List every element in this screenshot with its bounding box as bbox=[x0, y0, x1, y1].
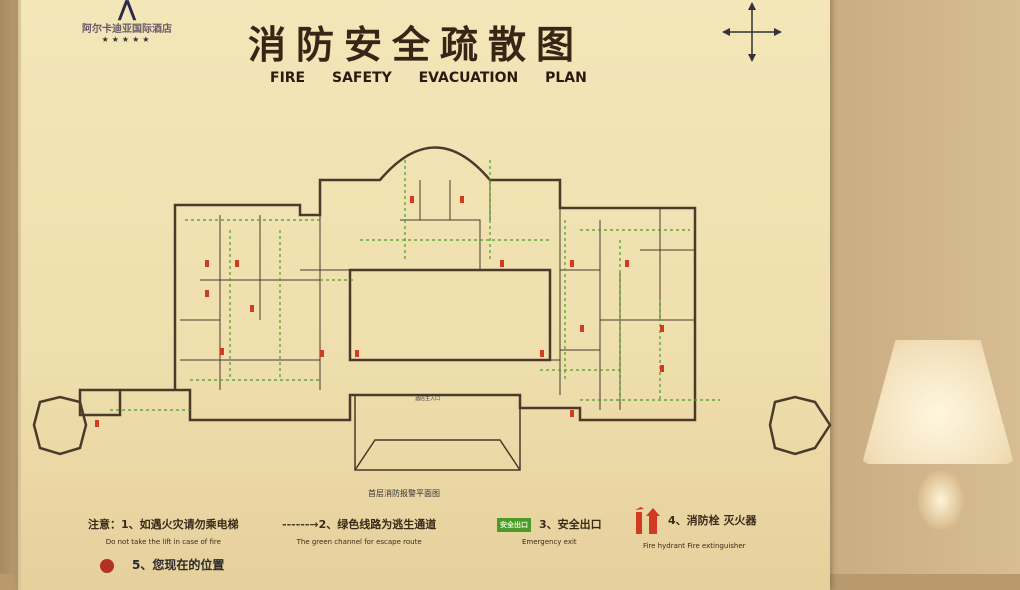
legend-emergency-exit: 安全出口 3、安全出口 Emergency exit bbox=[497, 516, 602, 546]
hotel-logo: ⋀ 阿尔卡迪亚国际酒店 ★★★★★ bbox=[62, 0, 192, 44]
hotel-stars: ★★★★★ bbox=[101, 35, 153, 44]
compass-icon bbox=[722, 2, 782, 62]
east-octagon bbox=[768, 395, 832, 456]
title-chinese: 消防安全疏散图 bbox=[248, 22, 585, 67]
legend-sub: The green channel for escape route bbox=[296, 538, 422, 546]
title-english: FIRE SAFETY EVACUATION PLAN bbox=[270, 70, 587, 86]
floor-plan: 酒店主入口 bbox=[32, 146, 832, 471]
legend-sub: Fire hydrant Fire extinguisher bbox=[642, 542, 746, 550]
fire-extinguisher-icon bbox=[635, 507, 660, 534]
plan-caption: 首层消防报警平面图 bbox=[368, 489, 440, 498]
main-building-outline bbox=[78, 146, 697, 422]
legend-text: 3、安全出口 bbox=[539, 518, 602, 531]
legend-text: 2、绿色线路为逃生通道 bbox=[318, 518, 437, 531]
dashed-arrow-icon: ------→ bbox=[282, 518, 319, 531]
legend-hydrant: 4、消防栓 灭火器 Fire hydrant Fire extinguisher bbox=[632, 506, 756, 550]
legend-escape-route: ------→2、绿色线路为逃生通道 The green channel for… bbox=[282, 516, 436, 546]
legend-text: 1、如遇火灾请勿乘电梯 bbox=[121, 518, 239, 531]
escape-routes bbox=[110, 160, 720, 411]
entrance-canopy bbox=[354, 395, 521, 471]
exit-sign-icon: 安全出口 bbox=[497, 518, 531, 532]
entrance-label: 酒店主入口 bbox=[415, 395, 440, 402]
legend-text: 4、消防栓 灭火器 bbox=[668, 514, 757, 527]
west-octagon bbox=[32, 395, 88, 456]
logo-mark-icon: ⋀ bbox=[117, 0, 137, 22]
legend-sub: Emergency exit bbox=[521, 538, 577, 546]
hydrant-markers bbox=[95, 196, 664, 427]
you-are-here-legend: 5、您现在的位置 bbox=[100, 556, 224, 573]
legend-sub: Do not take the lift in case of fire bbox=[105, 538, 221, 546]
legend-note-prefix: 注意： bbox=[88, 518, 121, 531]
lamp-base bbox=[918, 470, 964, 530]
legend-no-lift: 注意：1、如遇火灾请勿乘电梯 Do not take the lift in c… bbox=[88, 516, 239, 546]
lobby bbox=[348, 268, 552, 362]
you-are-here-text: 5、您现在的位置 bbox=[132, 558, 225, 572]
you-are-here-dot-icon bbox=[100, 558, 114, 573]
hotel-name: 阿尔卡迪亚国际酒店 bbox=[82, 24, 172, 35]
